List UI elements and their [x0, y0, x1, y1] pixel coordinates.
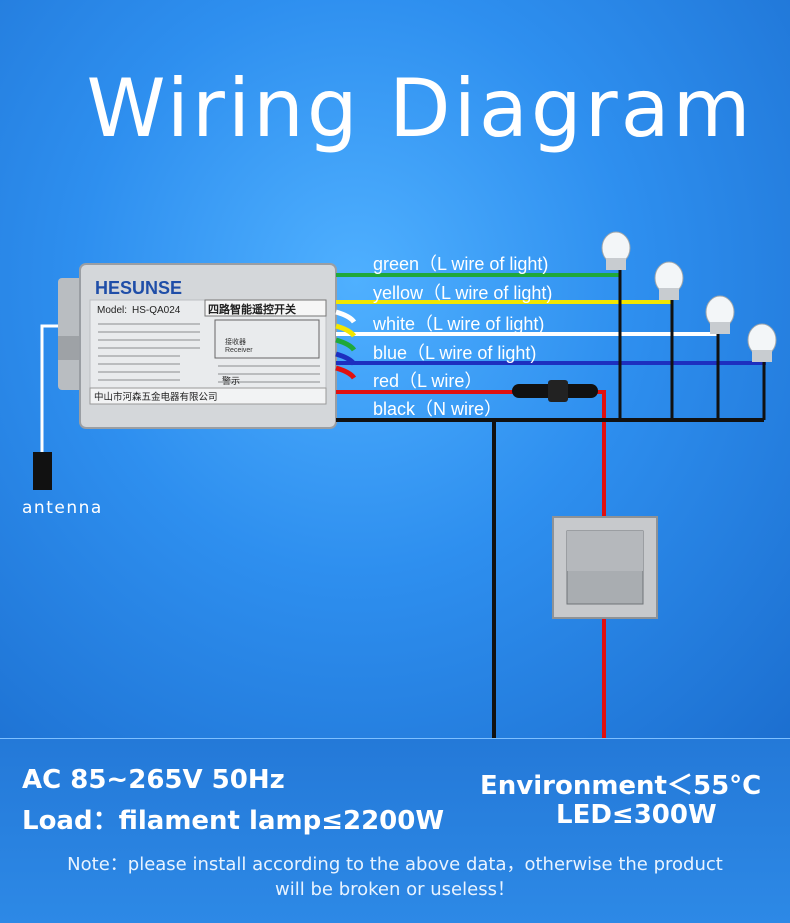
wire-label-black: black（N wire）	[373, 399, 503, 419]
specs-background	[0, 738, 790, 923]
spec-led: LED≤300W	[556, 800, 717, 830]
wire-label-blue: blue（L wire of light)	[373, 343, 537, 363]
module-cn-title: 四路智能遥控开关	[208, 302, 296, 316]
note-line-1: Note：please install according to the abo…	[67, 854, 723, 875]
module-warning: 警示	[222, 375, 240, 387]
wire-label-red: red（L wire）	[373, 371, 483, 391]
wire-label-yellow: yellow（L wire of light)	[373, 283, 553, 303]
controller-module: HESUNSE Model: HS-QA024 四路智能遥控开关 接收器 Rec…	[58, 263, 337, 429]
wire-label-green: green（L wire of light)	[373, 254, 549, 274]
wire-harness	[335, 262, 766, 738]
module-model-label: Model:	[97, 305, 127, 316]
spec-load: Load：filament lamp≤2200W	[22, 806, 445, 836]
module-model: HS-QA024	[132, 305, 181, 316]
spec-voltage: AC 85~265V 50Hz	[22, 765, 285, 795]
wiring-diagram: HESUNSE Model: HS-QA024 四路智能遥控开关 接收器 Rec…	[33, 231, 777, 738]
module-receiver-en: Receiver	[225, 347, 253, 354]
note-line-2: will be broken or useless！	[275, 879, 515, 900]
fuse-holder	[512, 380, 598, 402]
module-receiver-cn: 接收器	[225, 337, 246, 346]
wall-switch	[552, 516, 658, 619]
spec-environment: Environment＜55°C	[480, 771, 762, 801]
antenna-label: antenna	[22, 498, 103, 518]
light-bulb-icon	[601, 231, 777, 362]
wire-label-white: white（L wire of light)	[373, 314, 545, 334]
wire-red	[336, 390, 606, 738]
module-manufacturer: 中山市河森五金电器有限公司	[94, 391, 218, 403]
module-brand: HESUNSE	[95, 278, 182, 298]
page-title: Wiring Diagram	[86, 62, 754, 155]
antenna-tip	[33, 452, 52, 490]
